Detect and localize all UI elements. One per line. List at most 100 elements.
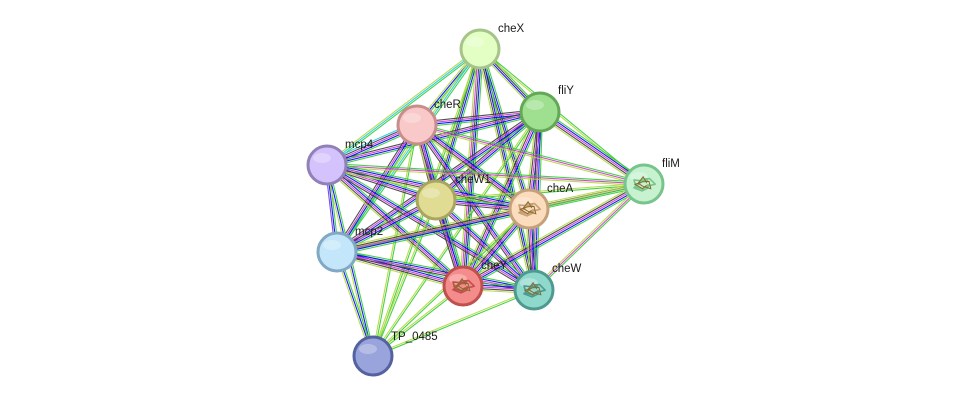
node-circle[interactable]	[459, 28, 501, 70]
edge-line-lime	[532, 182, 644, 290]
edge-line-green	[464, 186, 646, 290]
node-circle[interactable]	[442, 265, 484, 307]
node-label-fliY: fliY	[558, 85, 574, 97]
edge-fliY-fliM[interactable]	[537, 108, 647, 188]
protein-structure-icon	[452, 277, 476, 294]
edge-line-dark	[538, 112, 644, 186]
edge-line-green	[327, 113, 541, 169]
edge-line-lime	[372, 288, 534, 356]
edge-line-green	[337, 248, 535, 289]
node-circle[interactable]	[519, 91, 561, 133]
node-label-cheR: cheR	[434, 99, 461, 111]
edge-mcp2-cheY[interactable]	[335, 248, 465, 290]
edge-cheA-mcp2[interactable]	[336, 205, 530, 256]
node-cheX[interactable]: cheX	[459, 23, 525, 70]
edge-line-magenta	[539, 111, 645, 185]
node-mcp2[interactable]: mcp2	[316, 226, 383, 273]
node-label-fliM: fliM	[662, 158, 680, 170]
edge-line-cyan	[326, 48, 481, 166]
node-fliY[interactable]: fliY	[519, 85, 574, 133]
node-highlight	[403, 113, 421, 123]
node-highlight	[359, 344, 377, 354]
edge-cheR-fliM[interactable]	[416, 122, 645, 187]
edge-mcp4-fliM[interactable]	[326, 162, 645, 187]
edge-cheX-mcp4[interactable]	[325, 47, 482, 167]
node-label-mcp4: mcp4	[345, 139, 374, 151]
edge-line-green	[418, 121, 532, 207]
edge-line-dark	[325, 165, 463, 288]
edge-cheW1-TP_0485[interactable]	[371, 199, 438, 357]
structure-ribbon	[523, 283, 547, 298]
node-circle[interactable]	[508, 188, 550, 230]
edge-line-magenta	[335, 124, 417, 252]
edge-fliY-TP_0485[interactable]	[371, 111, 542, 357]
edge-line-lime	[461, 180, 643, 284]
node-label-cheW: cheW	[552, 263, 582, 275]
edges-layer	[324, 46, 647, 358]
edge-fliM-cheW[interactable]	[532, 182, 646, 292]
edge-line-magenta	[415, 125, 534, 291]
edge-cheR-mcp2[interactable]	[334, 123, 420, 254]
structure-coil	[633, 175, 652, 190]
node-circle[interactable]	[306, 144, 348, 186]
edge-line-magenta	[435, 200, 534, 292]
node-circle[interactable]	[396, 104, 438, 146]
edge-line-magenta	[416, 124, 645, 185]
edge-line-green	[481, 48, 532, 209]
node-highlight	[323, 240, 341, 250]
node-label-cheW1: cheW1	[455, 174, 491, 186]
node-circle[interactable]	[513, 269, 555, 311]
node-cheY[interactable]: cheY	[442, 260, 508, 307]
edge-line-green	[327, 162, 645, 183]
structure-coil	[452, 277, 471, 292]
nodes-layer: cheX fliY cheR mcp4 fliM cheW1 cheA mcp2 cheY che…	[306, 23, 680, 377]
node-label-cheX: cheX	[498, 23, 525, 35]
structure-ribbon	[518, 202, 542, 217]
edge-line-blue	[337, 210, 530, 255]
node-circle[interactable]	[316, 231, 358, 273]
node-circle[interactable]	[623, 163, 665, 205]
node-highlight	[422, 188, 440, 198]
node-label-cheA: cheA	[547, 183, 574, 195]
node-circle[interactable]	[352, 335, 394, 377]
node-cheA[interactable]: cheA	[508, 183, 574, 230]
edge-line-magenta	[462, 183, 645, 287]
edge-line-green	[327, 49, 482, 167]
edge-line-dark	[414, 126, 533, 292]
edge-line-blue	[463, 185, 646, 288]
edge-line-green	[337, 211, 530, 256]
structure-coil	[518, 200, 537, 215]
edge-fliY-cheR[interactable]	[416, 108, 541, 129]
edge-line-green	[373, 290, 535, 358]
node-cheW[interactable]: cheW	[513, 263, 582, 311]
edge-line-green	[338, 126, 420, 254]
node-highlight	[313, 153, 331, 163]
structure-ribbon	[452, 279, 476, 294]
edge-line-blue	[540, 110, 646, 184]
edge-line-green	[541, 108, 647, 182]
edge-line-lime	[371, 199, 436, 356]
node-label-mcp2: mcp2	[355, 226, 383, 238]
edge-line-green	[437, 197, 537, 289]
edge-line-dark	[416, 108, 540, 124]
edge-line-magenta	[336, 251, 464, 287]
edge-line-magenta	[326, 164, 464, 287]
node-cheW1[interactable]: cheW1	[415, 174, 491, 221]
edge-line-dark	[461, 182, 644, 285]
edge-line-green	[373, 112, 542, 357]
edge-line-blue	[337, 125, 419, 253]
edge-cheR-cheW[interactable]	[414, 123, 537, 292]
edge-cheW-TP_0485[interactable]	[372, 288, 535, 358]
node-highlight	[466, 37, 484, 47]
edge-line-blue	[436, 198, 535, 290]
edge-line-lime	[336, 205, 529, 250]
node-fliM[interactable]: fliM	[623, 158, 680, 205]
edge-cheW1-cheW[interactable]	[433, 197, 537, 293]
node-TP_0485[interactable]: TP_0485	[352, 331, 438, 377]
node-cheR[interactable]: cheR	[396, 99, 461, 146]
edge-fliM-cheY[interactable]	[461, 180, 646, 290]
edge-line-magenta	[336, 208, 530, 253]
node-mcp4[interactable]: mcp4	[306, 139, 374, 186]
edge-line-blue	[327, 163, 535, 290]
node-circle[interactable]	[415, 179, 457, 221]
